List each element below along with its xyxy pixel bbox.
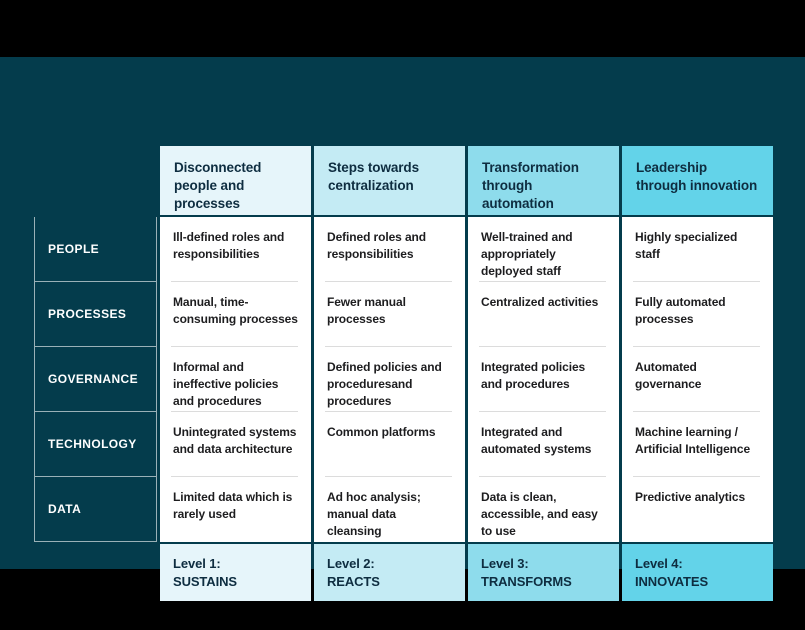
matrix-cell-governance: Automated governance (622, 347, 773, 412)
level-1-header: Disconnected people and processes (160, 146, 311, 215)
matrix-cell-technology: Common platforms (314, 412, 465, 477)
matrix-cell-governance: Defined policies and proceduresand proce… (314, 347, 465, 412)
maturity-matrix-table: PEOPLE PROCESSES GOVERNANCE TECHNOLOGY D… (34, 146, 773, 601)
matrix-cell-data: Data is clean, accessible, and easy to u… (481, 490, 598, 539)
row-label-column: PEOPLE PROCESSES GOVERNANCE TECHNOLOGY D… (34, 146, 157, 601)
level-3-footer: Level 3: TRANSFORMS (468, 544, 619, 601)
level-4-column: Leadership through innovation Highly spe… (622, 146, 773, 601)
matrix-cell-processes: Fewer manual processes (314, 282, 465, 347)
row-label-technology: TECHNOLOGY (34, 412, 157, 477)
matrix-cell-people: Defined roles and responsibilities (314, 217, 465, 282)
level-3-body: Well-trained and appropriately deployed … (468, 217, 619, 542)
level-name: INNOVATES (635, 573, 709, 589)
level-name: TRANSFORMS (481, 573, 572, 589)
level-2-footer: Level 2: REACTS (314, 544, 465, 601)
level-1-body: Ill-defined roles and responsibilities M… (160, 217, 311, 542)
level-4-body: Highly specialized staff Fully automated… (622, 217, 773, 542)
level-name: SUSTAINS (173, 573, 237, 589)
level-1-footer: Level 1: SUSTAINS (160, 544, 311, 601)
row-label-people: PEOPLE (34, 217, 157, 282)
matrix-cell-people: Well-trained and appropriately deployed … (468, 217, 619, 282)
level-number: Level 2: (327, 555, 375, 571)
row-label-data: DATA (34, 477, 157, 542)
matrix-cell-governance: Informal and ineffective policies and pr… (160, 347, 311, 412)
matrix-cell-processes: Manual, time-consuming processes (160, 282, 311, 347)
matrix-cell-people: Ill-defined roles and responsibilities (160, 217, 311, 282)
matrix-cell-governance: Integrated policies and procedures (468, 347, 619, 412)
matrix-cell-data: Limited data which is rarely used (173, 490, 293, 522)
level-2-body: Defined roles and responsibilities Fewer… (314, 217, 465, 542)
level-number: Level 4: (635, 555, 683, 571)
level-3-header: Transformation through automation (468, 146, 619, 215)
label-column-spacer (34, 146, 157, 217)
maturity-panel: PEOPLE PROCESSES GOVERNANCE TECHNOLOGY D… (0, 57, 805, 601)
level-2-column: Steps towards centralization Defined rol… (314, 146, 465, 601)
matrix-cell-technology: Unintegrated systems and data architectu… (160, 412, 311, 477)
matrix-cell-data: Predictive analytics (635, 490, 746, 504)
matrix-cell-data: Ad hoc analysis; manual data cleansing (327, 490, 421, 539)
level-2-header: Steps towards centralization (314, 146, 465, 215)
level-3-column: Transformation through automation Well-t… (468, 146, 619, 601)
row-label-governance: GOVERNANCE (34, 347, 157, 412)
level-4-footer: Level 4: INNOVATES (622, 544, 773, 601)
level-number: Level 1: (173, 555, 221, 571)
matrix-cell-processes: Fully automated processes (622, 282, 773, 347)
matrix-cell-processes: Centralized activities (468, 282, 619, 347)
matrix-cell-technology: Integrated and automated systems (468, 412, 619, 477)
row-label-processes: PROCESSES (34, 282, 157, 347)
level-4-header: Leadership through innovation (622, 146, 773, 215)
matrix-cell-technology: Machine learning / Artificial Intelligen… (622, 412, 773, 477)
level-number: Level 3: (481, 555, 529, 571)
level-name: REACTS (327, 573, 380, 589)
matrix-cell-people: Highly specialized staff (622, 217, 773, 282)
level-1-column: Disconnected people and processes Ill-de… (160, 146, 311, 601)
